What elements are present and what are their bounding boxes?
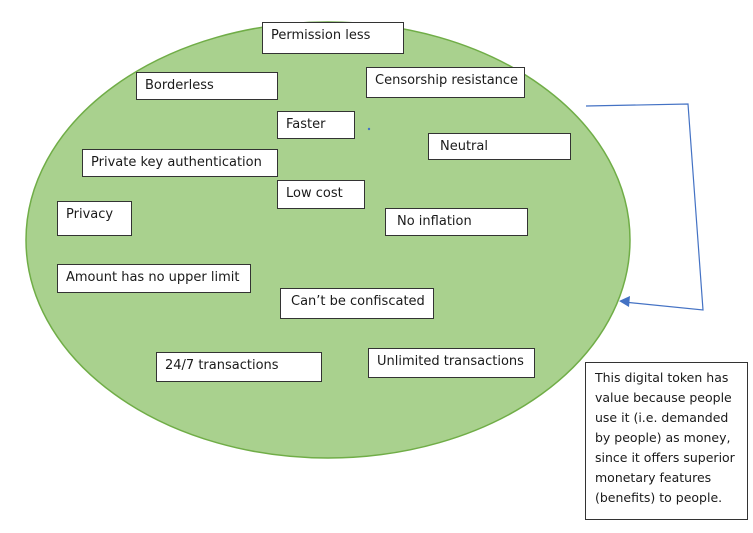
feature-permission-less: Permission less (262, 22, 404, 54)
features-ellipse (25, 21, 631, 459)
explanation-note: This digital token has value because peo… (585, 362, 748, 520)
stray-dot (367, 127, 371, 131)
connector-line (585, 103, 704, 311)
feature-neutral: Neutral (428, 133, 571, 160)
connector-arrowhead (619, 296, 630, 307)
feature-privacy: Privacy (57, 201, 132, 236)
feature-censorship-resistance: Censorship resistance (366, 67, 525, 98)
feature-no-inflation: No inflation (385, 208, 528, 236)
feature-borderless: Borderless (136, 72, 278, 100)
feature-low-cost: Low cost (277, 180, 365, 209)
feature-faster: Faster (277, 111, 355, 139)
feature-cant-be-confiscated: Can’t be confiscated (280, 288, 434, 319)
feature-amount-no-upper-limit: Amount has no upper limit (57, 264, 251, 293)
feature-unlimited-transactions: Unlimited transactions (368, 348, 535, 378)
feature-private-key-authentication: Private key authentication (82, 149, 278, 177)
feature-24-7-transactions: 24/7 transactions (156, 352, 322, 382)
